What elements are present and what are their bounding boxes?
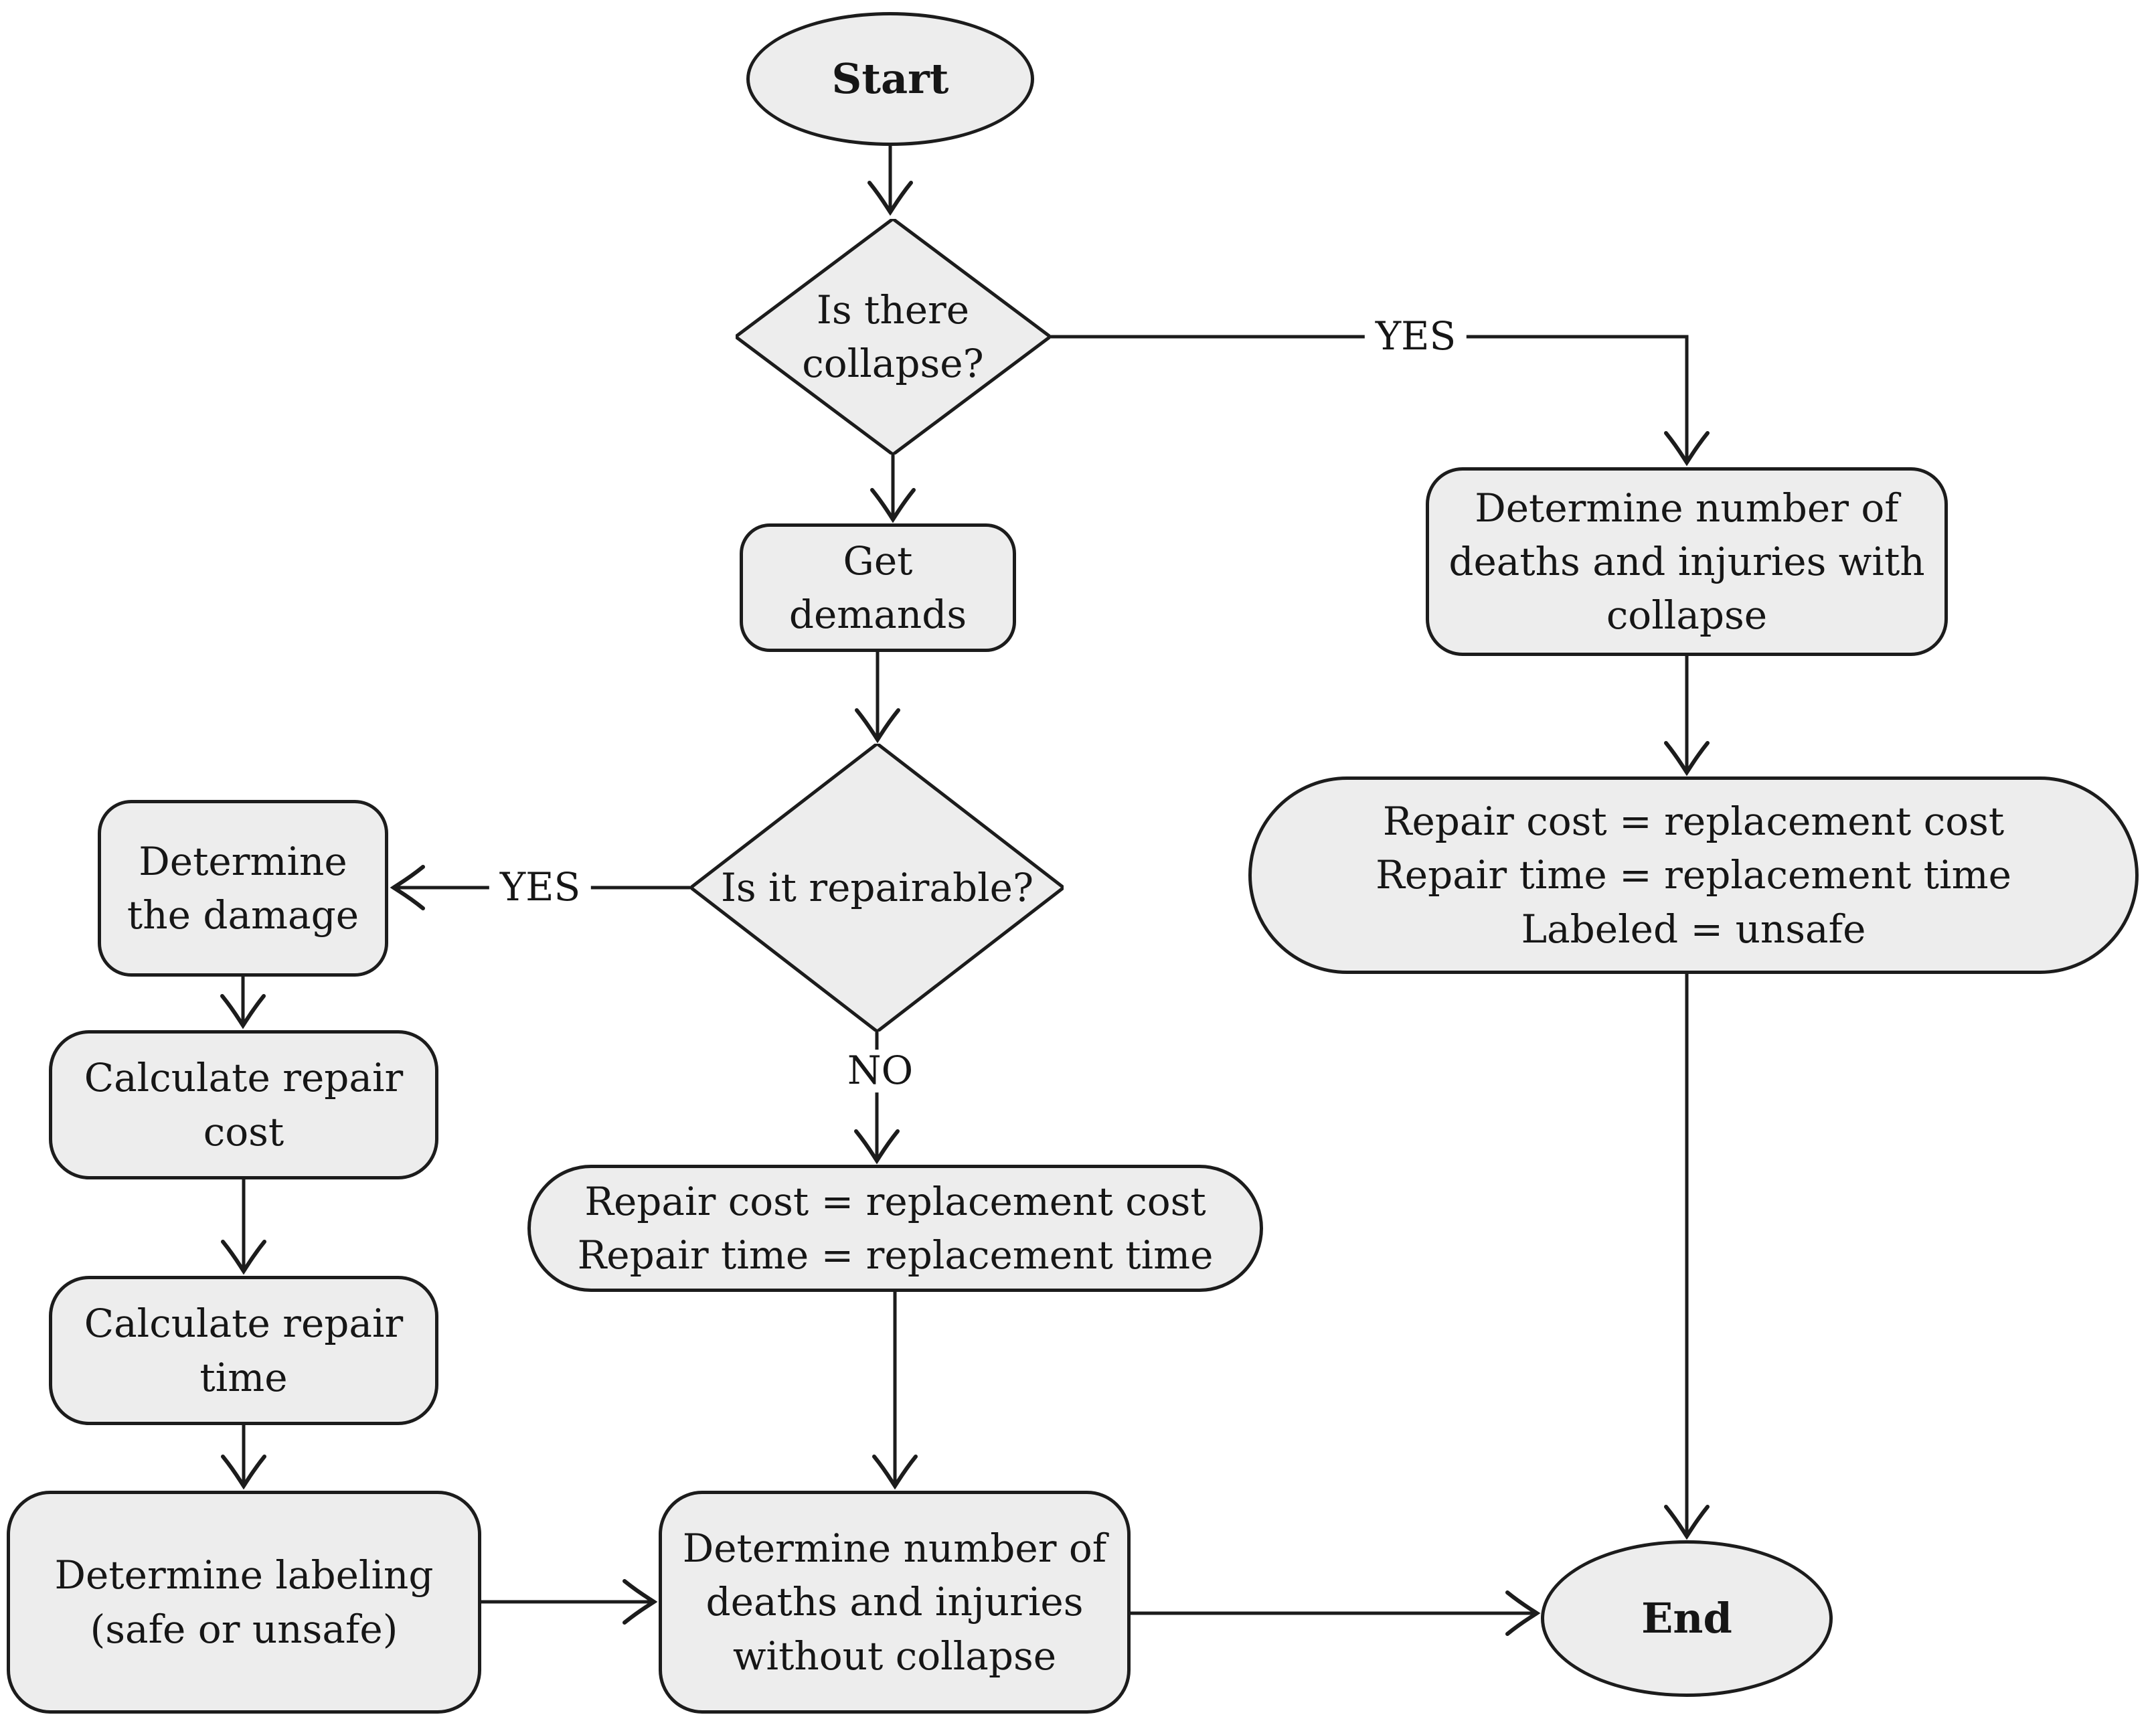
node-start: Start	[746, 12, 1034, 146]
node-collapse-decision: Is there collapse?	[736, 219, 1050, 455]
node-calculate-repair-time-label: Calculate repair time	[84, 1301, 404, 1400]
node-replacement-unsafe: Repair cost = replacement cost Repair ti…	[1248, 776, 2139, 974]
node-repairable-decision-label: Is it repairable?	[720, 864, 1034, 910]
node-calculate-repair-cost-label: Calculate repair cost	[84, 1055, 404, 1155]
node-determine-damage-label: Determine the damage	[127, 838, 359, 938]
node-calculate-repair-time: Calculate repair time	[49, 1276, 438, 1425]
diamond-shape	[736, 219, 1050, 455]
node-replacement: Repair cost = replacement cost Repair ti…	[527, 1165, 1263, 1292]
connector-yes-to-deaths-with-collapse	[1050, 335, 1710, 467]
node-end-label: End	[1641, 1594, 1732, 1643]
node-replacement-label: Repair cost = replacement cost Repair ti…	[577, 1178, 1214, 1278]
edge-label-no: NO	[836, 1049, 924, 1092]
node-end: End	[1541, 1540, 1833, 1697]
node-determine-labeling-label: Determine labeling (safe or unsafe)	[54, 1552, 434, 1652]
node-get-demands-label: Get demands	[789, 538, 967, 637]
diamond-shape	[691, 744, 1064, 1032]
node-deaths-with-collapse: Determine number of deaths and injuries …	[1426, 467, 1948, 656]
node-deaths-without-collapse: Determine number of deaths and injuries …	[659, 1491, 1131, 1714]
node-deaths-with-collapse-label: Determine number of deaths and injuries …	[1448, 485, 1925, 639]
node-determine-labeling: Determine labeling (safe or unsafe)	[7, 1491, 481, 1714]
node-calculate-repair-cost: Calculate repair cost	[49, 1030, 438, 1179]
edge-label-yes-left: YES	[489, 866, 592, 909]
node-start-label: Start	[831, 54, 949, 104]
node-repairable-decision: Is it repairable?	[691, 744, 1064, 1032]
edge-label-yes-right: YES	[1364, 315, 1467, 358]
node-determine-damage: Determine the damage	[98, 800, 388, 977]
node-deaths-without-collapse-label: Determine number of deaths and injuries …	[682, 1526, 1107, 1679]
node-get-demands: Get demands	[740, 523, 1016, 652]
node-collapse-decision-label: Is there collapse?	[802, 286, 984, 386]
node-replacement-unsafe-label: Repair cost = replacement cost Repair ti…	[1376, 799, 2011, 952]
